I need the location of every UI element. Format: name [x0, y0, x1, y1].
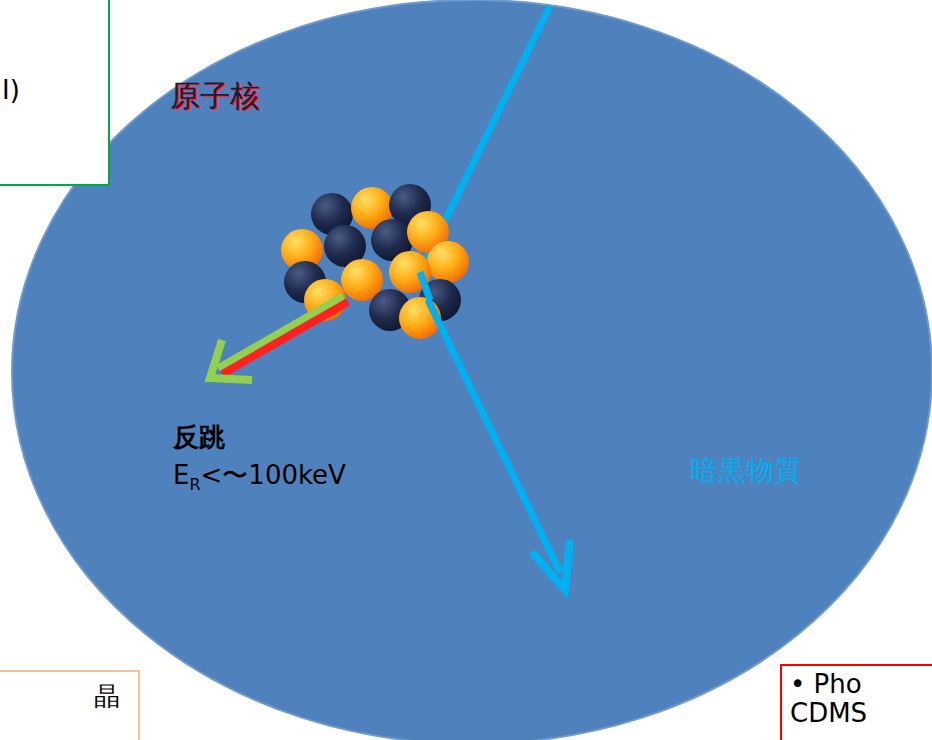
recoil-arrow [210, 296, 348, 380]
energy-subscript: R [189, 475, 200, 494]
energy-symbol: E [173, 460, 189, 490]
box-text: I) [2, 76, 108, 105]
region-ellipse [12, 0, 932, 740]
text-box: • PhoCDMS [780, 664, 932, 740]
energy-value: <〜100keV [201, 460, 346, 490]
energy-expression: ER<〜100keV [173, 458, 346, 494]
box-text: • Pho [790, 670, 932, 699]
track-through-nucleus [420, 272, 430, 300]
text-box: I) [0, 0, 110, 186]
text-box: 晶 [0, 670, 140, 740]
box-text: CDMS [790, 699, 932, 728]
box-text: 晶 [94, 682, 138, 711]
dark-matter-label: 暗黒物質 [690, 452, 802, 490]
recoil-label: 反跳 [173, 420, 225, 455]
nucleus-label: 原子核 [170, 76, 260, 117]
outgoing-arrow [428, 300, 570, 590]
